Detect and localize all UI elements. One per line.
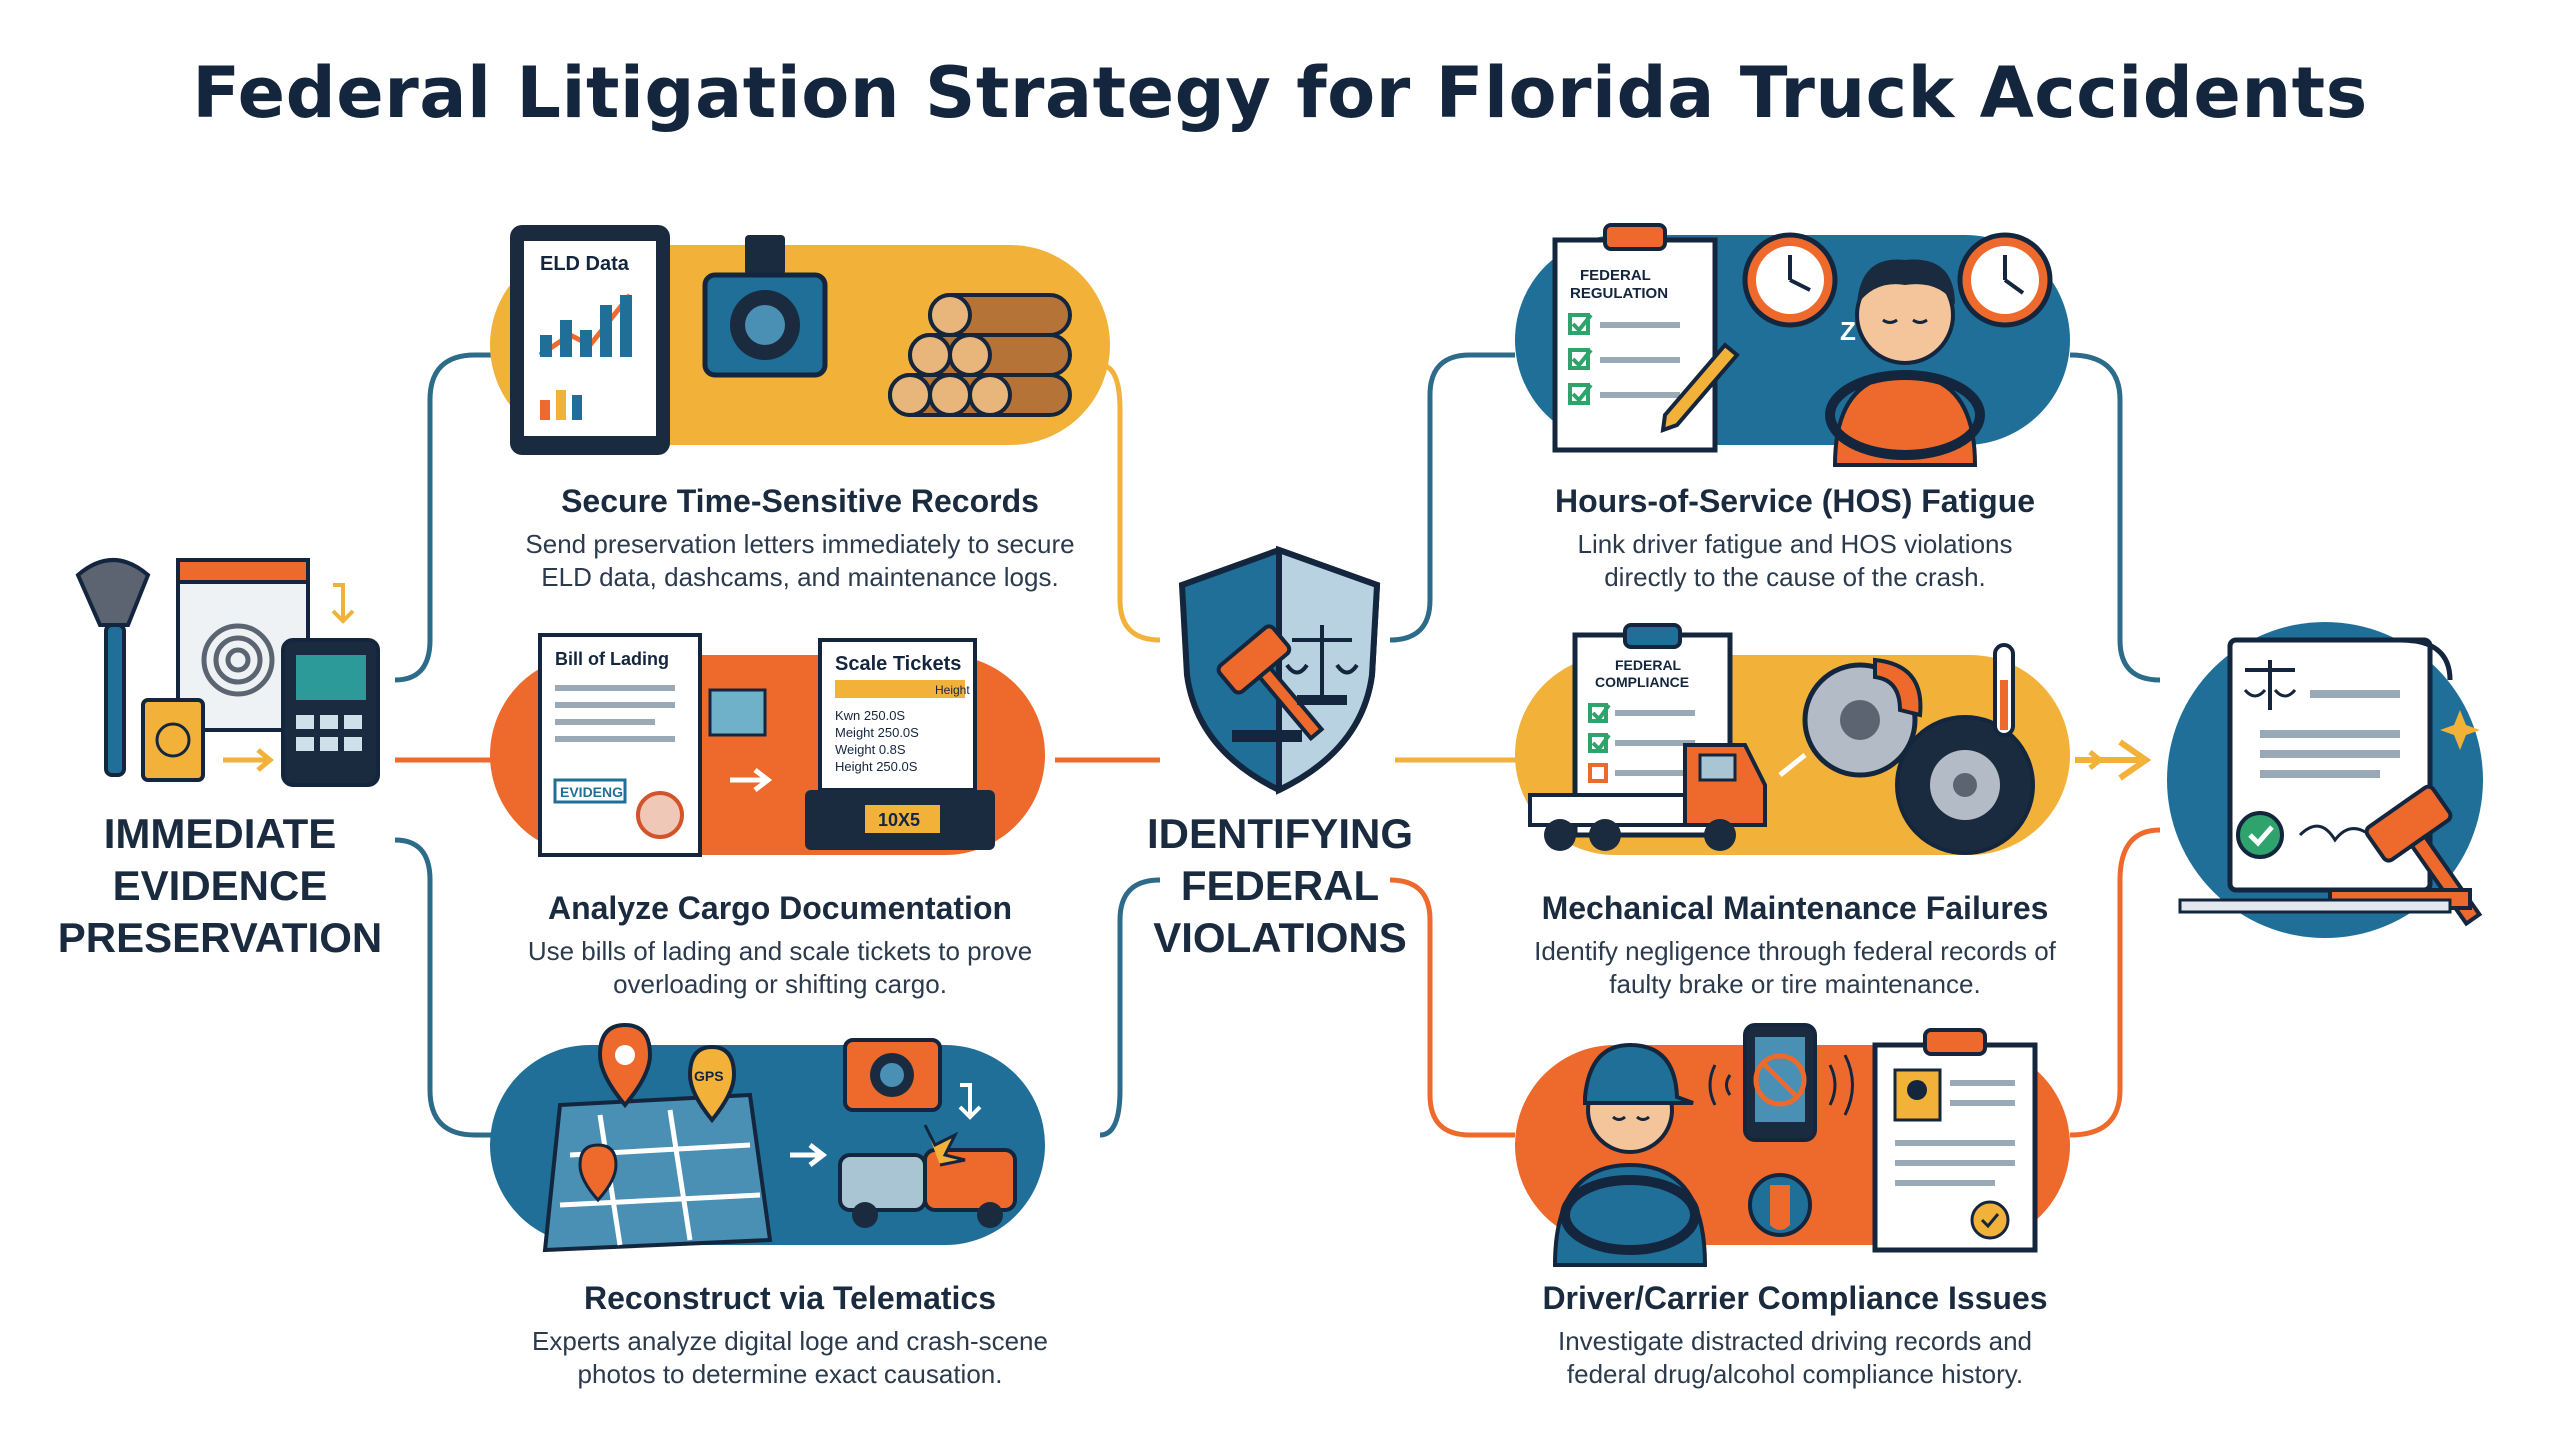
scale-row-1: Kwn 250.0S <box>835 708 905 723</box>
card-compliance-desc-1: Investigate distracted driving records a… <box>1557 1326 2033 1356</box>
card-records-title: Secure Time-Sensitive Records <box>561 483 1039 519</box>
card-maintenance-title: Mechanical Maintenance Failures <box>1541 890 2049 926</box>
hub-evidence-line-1: IMMEDIATE <box>103 810 337 857</box>
card-maintenance-text: Mechanical Maintenance Failures Identify… <box>1475 890 2115 1001</box>
federal-compliance-label-2: COMPLIANCE <box>1595 674 1689 690</box>
card-telematics-illustration: GPS <box>490 1022 1050 1269</box>
hub-violations-line-2: FEDERAL <box>1180 862 1380 909</box>
eld-data-label: ELD Data <box>540 253 630 275</box>
bill-of-lading-label: Bill of Lading <box>555 649 669 669</box>
card-compliance-illustration <box>1515 1023 2075 1269</box>
scale-header-label: Height <box>935 683 970 697</box>
card-cargo-desc-1: Use bills of lading and scale tickets to… <box>527 936 1033 966</box>
card-maintenance-desc-2: faulty brake or tire maintenance. <box>1609 969 1981 999</box>
card-compliance-title: Driver/Carrier Compliance Issues <box>1542 1280 2048 1316</box>
page-title: Federal Litigation Strategy for Florida … <box>192 52 2368 134</box>
card-telematics-desc-2: photos to determine exact causation. <box>577 1359 1003 1389</box>
card-cargo-title: Analyze Cargo Documentation <box>547 890 1013 926</box>
card-records-desc-1: Send preservation letters immediately to… <box>525 529 1075 559</box>
card-telematics-text: Reconstruct via Telematics Experts analy… <box>470 1280 1110 1391</box>
evidence-stamp-label: EVIDENG <box>560 784 623 800</box>
card-cargo-text: Analyze Cargo Documentation Use bills of… <box>460 890 1100 1001</box>
gps-label: GPS <box>694 1068 724 1084</box>
card-records-illustration: ELD Data <box>480 225 1120 469</box>
shield-gavel-icon <box>1172 545 1387 799</box>
hub-violations-line-1: IDENTIFYING <box>1146 810 1413 857</box>
federal-regulation-label-2: REGULATION <box>1570 285 1668 302</box>
hub-identifying-violations: IDENTIFYING FEDERAL VIOLATIONS <box>1110 808 1450 964</box>
card-telematics-desc-1: Experts analyze digital loge and crash-s… <box>532 1326 1048 1356</box>
card-maintenance-desc-1: Identify negligence through federal reco… <box>1534 936 2056 966</box>
evidence-kit-illustration <box>58 555 388 799</box>
card-records-desc-2: ELD data, dashcams, and maintenance logs… <box>541 562 1059 592</box>
hub-evidence-line-3: PRESERVATION <box>57 914 383 961</box>
card-compliance-text: Driver/Carrier Compliance Issues Investi… <box>1475 1280 2115 1391</box>
hub-violations-line-3: VIOLATIONS <box>1153 914 1407 961</box>
scale-row-4: Height 250.0S <box>835 759 918 774</box>
card-maintenance-illustration: FEDERAL COMPLIANCE <box>1515 623 2075 869</box>
scale-row-2: Meight 250.0S <box>835 725 919 740</box>
federal-compliance-label-1: FEDERAL <box>1615 657 1682 673</box>
hub-evidence-preservation: IMMEDIATE EVIDENCE PRESERVATION <box>40 808 400 964</box>
sleep-z-label: Z <box>1840 316 1856 346</box>
card-compliance-desc-2: federal drug/alcohol compliance history. <box>1566 1359 2024 1389</box>
card-records-text: Secure Time-Sensitive Records Send prese… <box>480 483 1120 594</box>
scale-tickets-label: Scale Tickets <box>835 653 961 675</box>
card-hos-illustration: FEDERAL REGULATION Z <box>1515 223 2075 469</box>
scale-display-label: 10X5 <box>878 810 920 830</box>
card-hos-desc-2: directly to the cause of the crash. <box>1604 562 1986 592</box>
card-hos-desc-1: Link driver fatigue and HOS violations <box>1577 529 2013 559</box>
hub-evidence-line-2: EVIDENCE <box>112 862 328 909</box>
card-hos-title: Hours-of-Service (HOS) Fatigue <box>1554 483 2036 519</box>
federal-regulation-label-1: FEDERAL <box>1580 267 1651 284</box>
scale-row-3: Weight 0.8S <box>835 742 906 757</box>
card-cargo-illustration: Bill of Lading EVIDENG Scale Tickets Hei… <box>490 630 1050 874</box>
card-telematics-title: Reconstruct via Telematics <box>583 1280 996 1316</box>
card-cargo-desc-2: overloading or shifting cargo. <box>613 969 947 999</box>
verdict-document-icon <box>2160 620 2515 944</box>
card-hos-text: Hours-of-Service (HOS) Fatigue Link driv… <box>1475 483 2115 594</box>
